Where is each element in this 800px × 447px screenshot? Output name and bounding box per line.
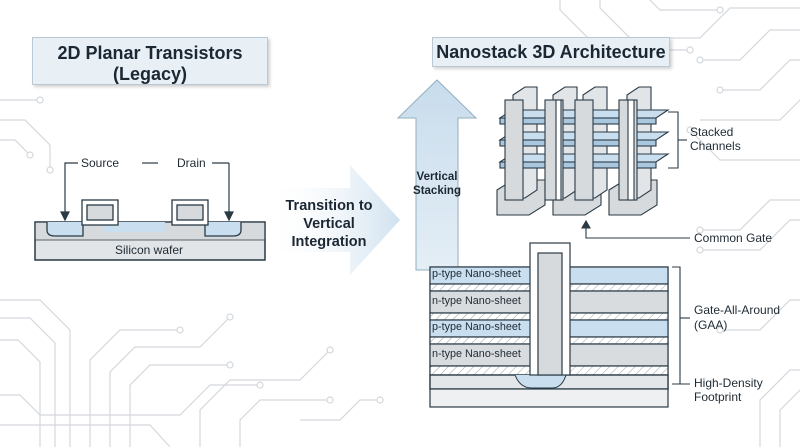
drain-label: Drain — [177, 156, 206, 170]
planar-title-box: 2D Planar Transistors (Legacy) — [32, 37, 268, 85]
transition-line3: Integration — [291, 234, 367, 250]
high-density-label: High-Density Footprint — [694, 376, 763, 404]
sheet-label-2: n-type Nano-sheet — [432, 295, 521, 307]
sheet-label-1: p-type Nano-sheet — [432, 268, 521, 280]
vertical-stacking-line1: Vertical — [416, 171, 458, 183]
vertical-stacking-line2: Stacking — [413, 185, 461, 197]
nanosheet-stack — [429, 242, 669, 408]
transition-line2: Vertical — [303, 216, 355, 232]
stacked-channels-label: Stacked Channels — [690, 125, 741, 153]
vertical-stacking-arrow — [396, 79, 478, 271]
nanostack-title-box: Nanostack 3D Architecture — [432, 37, 670, 67]
common-gate-label: Common Gate — [694, 231, 773, 245]
source-drain-pointers — [60, 162, 234, 222]
source-label: Source — [81, 156, 120, 170]
high-density-line2: Footprint — [694, 390, 742, 404]
gaa-line1: Gate-All-Around — [694, 303, 781, 317]
stacked-channels-3d — [496, 86, 670, 216]
transition-label: Transition to Vertical Integration — [279, 197, 379, 251]
transition-arrow — [265, 165, 400, 275]
planar-title-line1: 2D Planar Transistors — [57, 43, 243, 63]
circuit-nodes — [26, 6, 724, 404]
vertical-stacking-label: Vertical Stacking — [407, 170, 467, 198]
transition-line1: Transition to — [285, 198, 373, 214]
gaa-label: Gate-All-Around (GAA) — [694, 303, 780, 333]
stacked-channels-line1: Stacked — [690, 125, 734, 139]
callout-lines — [581, 111, 690, 385]
stacked-channels-line2: Channels — [690, 139, 741, 153]
nanostack-title: Nanostack 3D Architecture — [436, 42, 666, 62]
sheet-label-4: n-type Nano-sheet — [432, 348, 521, 360]
gaa-line2: (GAA) — [694, 318, 728, 332]
high-density-line1: High-Density — [694, 376, 763, 390]
wafer-label: Silicon wafer — [115, 243, 184, 257]
planar-title-line2: (Legacy) — [112, 64, 188, 84]
sheet-label-3: p-type Nano-sheet — [432, 321, 521, 333]
